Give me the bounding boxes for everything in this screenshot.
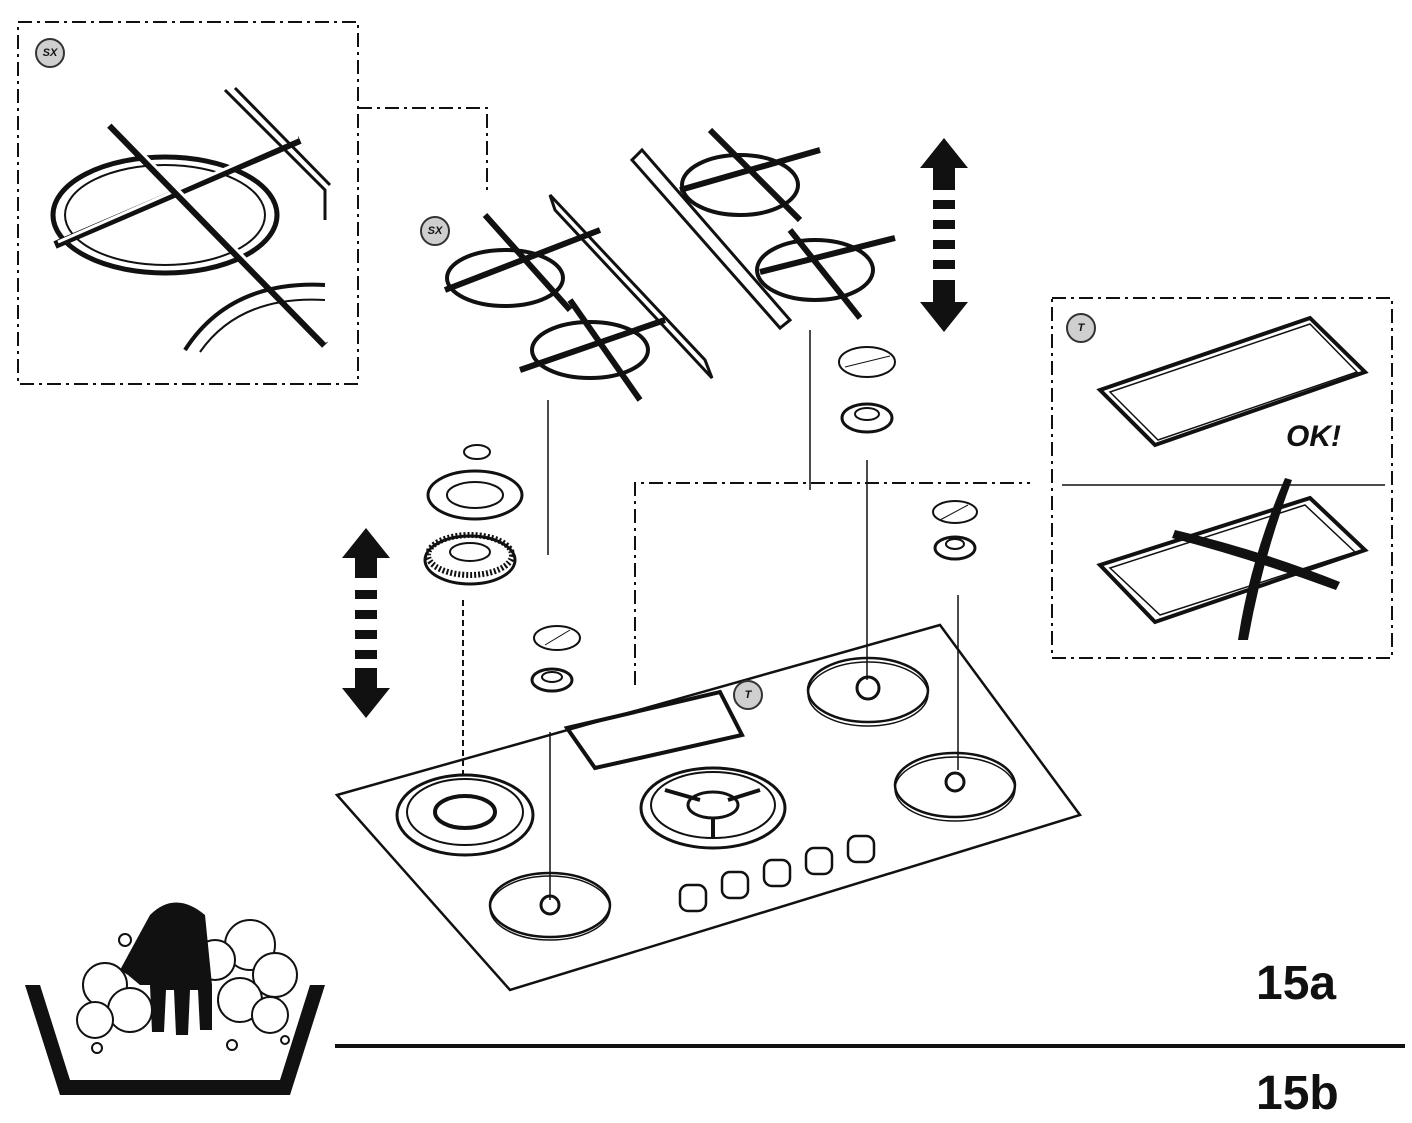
double-arrow-icon	[920, 138, 968, 332]
sx-badge-grid: SX	[420, 216, 450, 246]
wash-basin-hand-icon	[25, 902, 325, 1095]
right-top-burner-parts	[838, 346, 896, 680]
sx-detail-box	[17, 21, 488, 385]
small-burner-parts	[530, 625, 581, 900]
t-connector-line	[634, 482, 1030, 685]
control-knobs	[678, 834, 876, 913]
ok-label: OK!	[1286, 420, 1341, 453]
figure-label-15a: 15a	[1256, 957, 1337, 1010]
sx-badge-detail: SX	[35, 38, 65, 68]
hob	[334, 623, 1083, 992]
t-detail-box	[1051, 297, 1393, 659]
right-grid	[629, 127, 896, 490]
t-badge-hob: T	[733, 680, 763, 710]
double-arrow-icon	[342, 528, 390, 718]
t-badge-detail: T	[1066, 313, 1096, 343]
right-small-burner-parts	[932, 500, 978, 770]
left-grid	[443, 193, 714, 555]
figure-label-15b: 15b	[1256, 1067, 1339, 1120]
left-burner-parts	[423, 444, 524, 780]
